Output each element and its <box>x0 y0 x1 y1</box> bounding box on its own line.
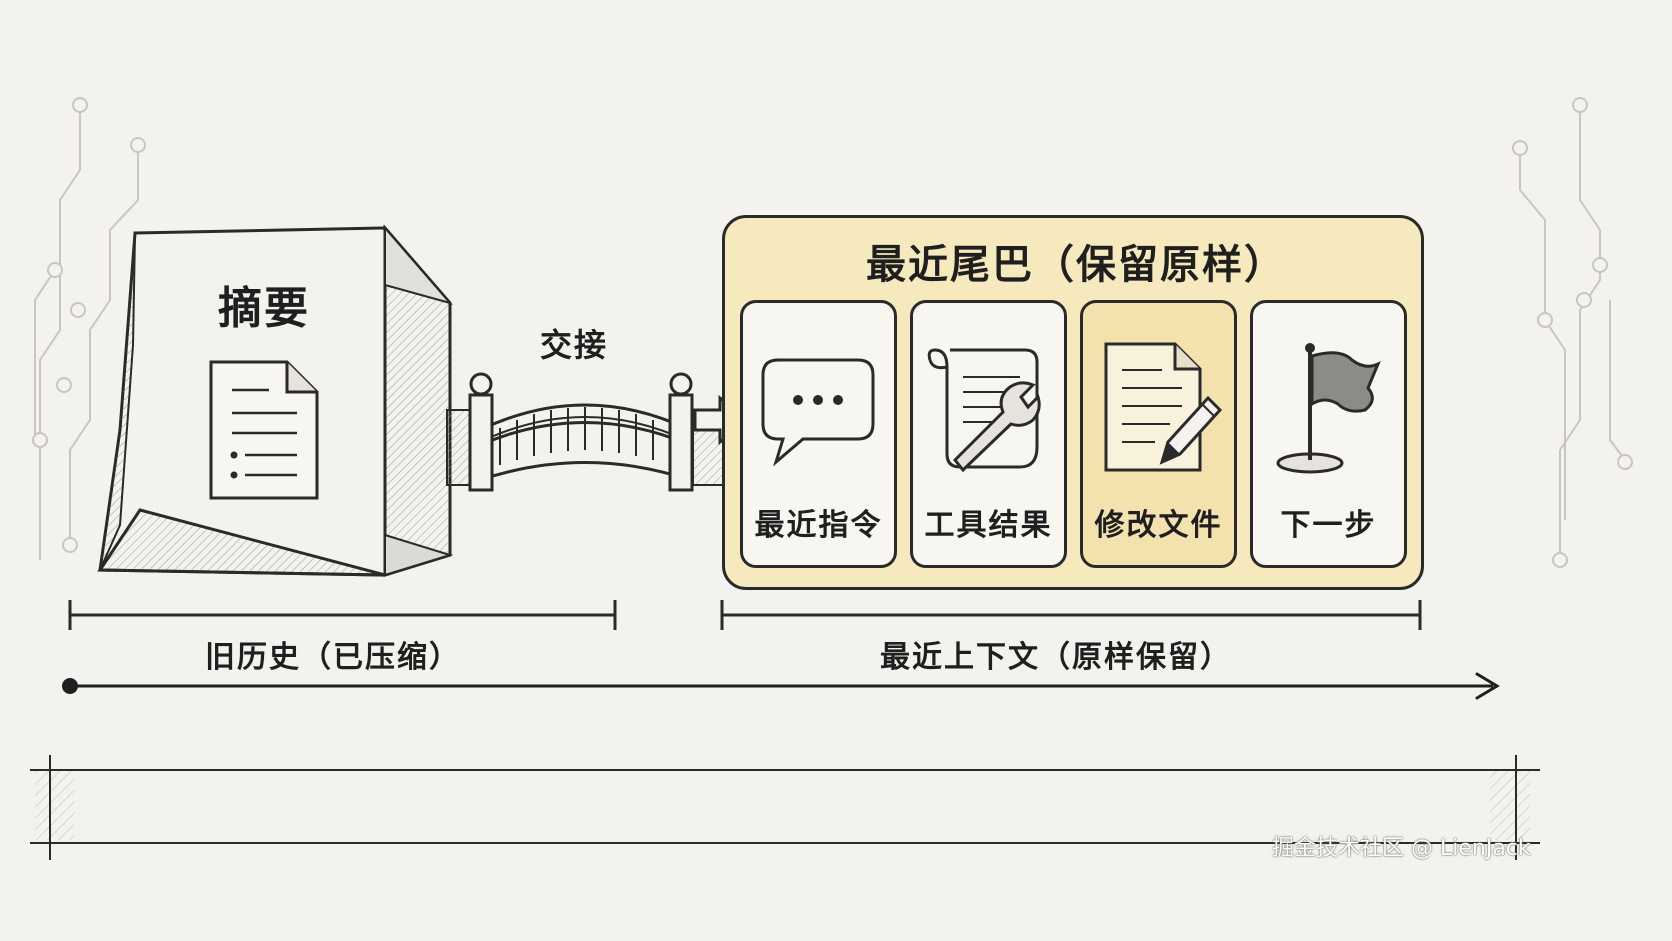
recent-context-label: 最近上下文（原样保留） <box>880 640 1232 675</box>
watermark-text: 掘金技术社区 @ LienJack <box>1272 836 1531 861</box>
old-history-label: 旧历史（已压缩） <box>205 640 461 675</box>
card-label-recent-instructions: 最近指令 <box>754 508 883 543</box>
document-pencil-icon <box>1104 342 1223 472</box>
scroll-wrench-icon <box>927 348 1041 473</box>
bridge-label: 交接 <box>540 326 609 364</box>
card-label-next-step: 下一步 <box>1280 508 1377 543</box>
card-next-step <box>1250 300 1407 568</box>
flag-icon <box>1276 343 1381 474</box>
bridge-illustration <box>446 372 750 492</box>
circuit-decoration-right <box>1512 97 1633 568</box>
circuit-decoration-left <box>32 97 146 560</box>
timeline-arrow <box>62 672 1500 700</box>
card-label-tool-results: 工具结果 <box>924 508 1053 543</box>
recent-context-bracket <box>720 600 1422 630</box>
recent-tail-title: 最近尾巴（保留原样） <box>866 242 1286 288</box>
summary-title: 摘要 <box>218 283 310 334</box>
old-history-bracket <box>68 600 617 630</box>
bottom-frame <box>30 755 1540 860</box>
card-label-modified-files: 修改文件 <box>1094 508 1223 543</box>
chat-bubble-icon <box>761 358 875 467</box>
document-list-icon <box>209 360 319 500</box>
